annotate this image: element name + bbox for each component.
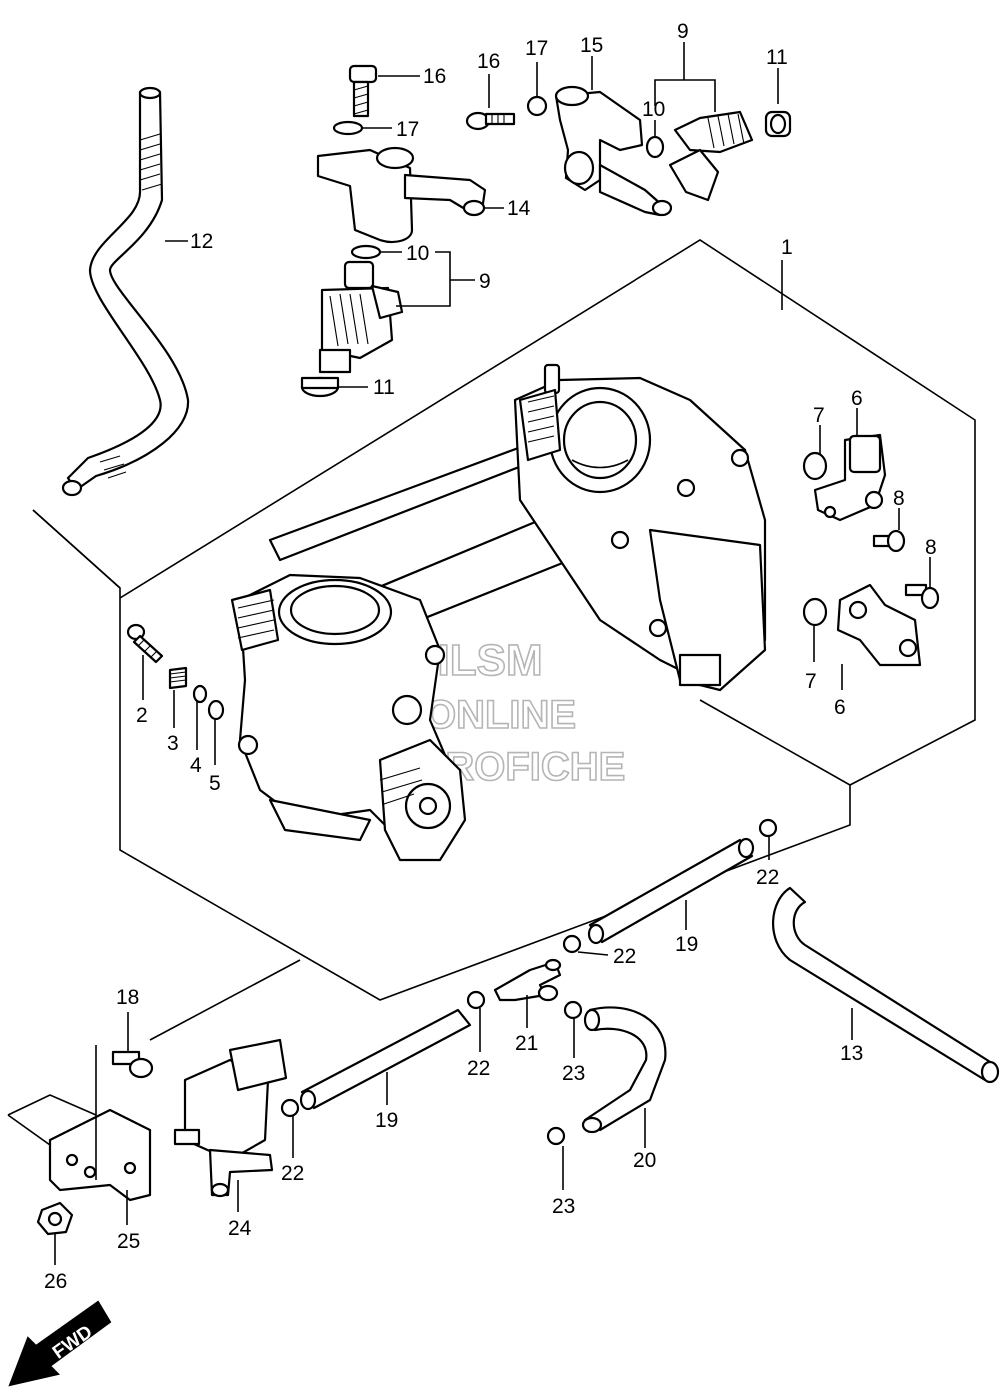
bolt-8-upper[interactable] [872,529,906,553]
callout-16-right: 16 [477,50,500,73]
callout-6-lower: 6 [834,696,846,719]
callout-18: 18 [116,986,139,1009]
callout-19-lower: 19 [375,1109,398,1132]
callout-2: 2 [136,704,148,727]
callout-9-upper: 9 [677,20,689,43]
callout-11-lower: 11 [373,376,395,399]
washer-17-right[interactable] [526,95,548,117]
o-ring-5[interactable] [207,699,225,721]
fuel-injector-9-left[interactable] [318,260,404,374]
callout-9-lower: 9 [479,270,491,293]
callout-16-left: 16 [423,65,446,88]
seal-11-right[interactable] [764,110,792,138]
o-ring-17-left[interactable] [332,120,364,136]
spring-3[interactable] [168,666,188,690]
vacuum-hose-13[interactable] [772,886,1000,1084]
leader-lines [7,42,931,1265]
callout-25: 25 [117,1230,140,1253]
o-ring-7-upper[interactable] [802,451,828,481]
callout-14: 14 [507,197,531,220]
callout-8-upper: 8 [893,487,905,510]
callout-17-right: 17 [525,37,548,60]
screw-16-left[interactable] [348,64,378,118]
callout-17-left: 17 [396,118,419,141]
o-ring-10-left[interactable] [350,244,382,260]
clamp-22-a[interactable] [758,818,778,838]
fuel-delivery-pipe-14[interactable] [316,146,487,244]
callout-3: 3 [167,732,179,755]
callout-8-lower: 8 [925,536,937,559]
sensor-6-upper[interactable] [813,433,887,522]
fwd-arrow: FWD [8,1300,112,1387]
callout-6-upper: 6 [851,387,863,410]
vacuum-hose-19-lower[interactable] [299,1008,472,1111]
t-joint-21[interactable] [493,958,562,1002]
clamp-23-a[interactable] [563,1000,583,1020]
bolt-8-lower[interactable] [904,583,940,610]
clamp-22-c[interactable] [466,990,486,1010]
callout-1: 1 [781,236,793,259]
screw-18[interactable] [111,1050,154,1079]
fuel-injector-9-right[interactable] [668,110,754,202]
assembly-boundary [32,239,976,1001]
sensor-6-lower[interactable] [836,583,922,667]
callout-4: 4 [190,754,202,777]
vacuum-hose-19-upper[interactable] [587,837,755,945]
washer-4[interactable] [192,684,208,704]
solenoid-valve-24[interactable] [173,1038,288,1198]
callout-13: 13 [840,1042,863,1065]
callout-10-lower: 10 [406,242,429,265]
callout-22-a: 22 [756,866,779,889]
o-ring-7-lower[interactable] [802,597,828,627]
callout-5: 5 [209,772,221,795]
watermark-line-2: ONLINE [425,693,576,737]
callout-12: 12 [190,230,213,253]
callout-15: 15 [580,34,603,57]
callout-23-a: 23 [562,1062,585,1085]
clamp-22-b[interactable] [562,934,582,954]
callout-20: 20 [633,1149,656,1172]
clamp-23-b[interactable] [546,1126,566,1146]
breather-hose-12[interactable] [61,86,190,497]
idle-screw-2[interactable] [126,623,164,664]
seal-11-left[interactable] [300,376,340,398]
o-ring-10-right[interactable] [645,135,665,159]
vacuum-hose-20[interactable] [581,1006,667,1134]
callout-22-b: 22 [613,945,636,968]
screw-16-right[interactable] [465,111,516,131]
callout-26: 26 [44,1270,67,1293]
callout-11-upper: 11 [766,46,788,69]
callout-7-upper: 7 [813,404,825,427]
nut-26[interactable] [36,1201,74,1236]
fuel-delivery-pipe-15[interactable] [554,85,673,217]
throttle-body-assembly-1[interactable] [230,363,767,862]
callout-23-b: 23 [552,1195,575,1218]
callout-22-c: 22 [467,1057,490,1080]
callout-labels: 1 2 3 4 5 6 6 7 7 8 8 9 9 10 10 11 11 12… [44,20,937,1293]
callout-10-upper: 10 [642,98,665,121]
callout-21: 21 [515,1032,538,1055]
callout-19-upper: 19 [675,933,698,956]
callout-22-d: 22 [281,1162,304,1185]
callout-7-lower: 7 [805,670,817,693]
clamp-22-d[interactable] [280,1098,300,1118]
callout-24: 24 [228,1217,252,1240]
bracket-25[interactable] [48,1108,152,1202]
